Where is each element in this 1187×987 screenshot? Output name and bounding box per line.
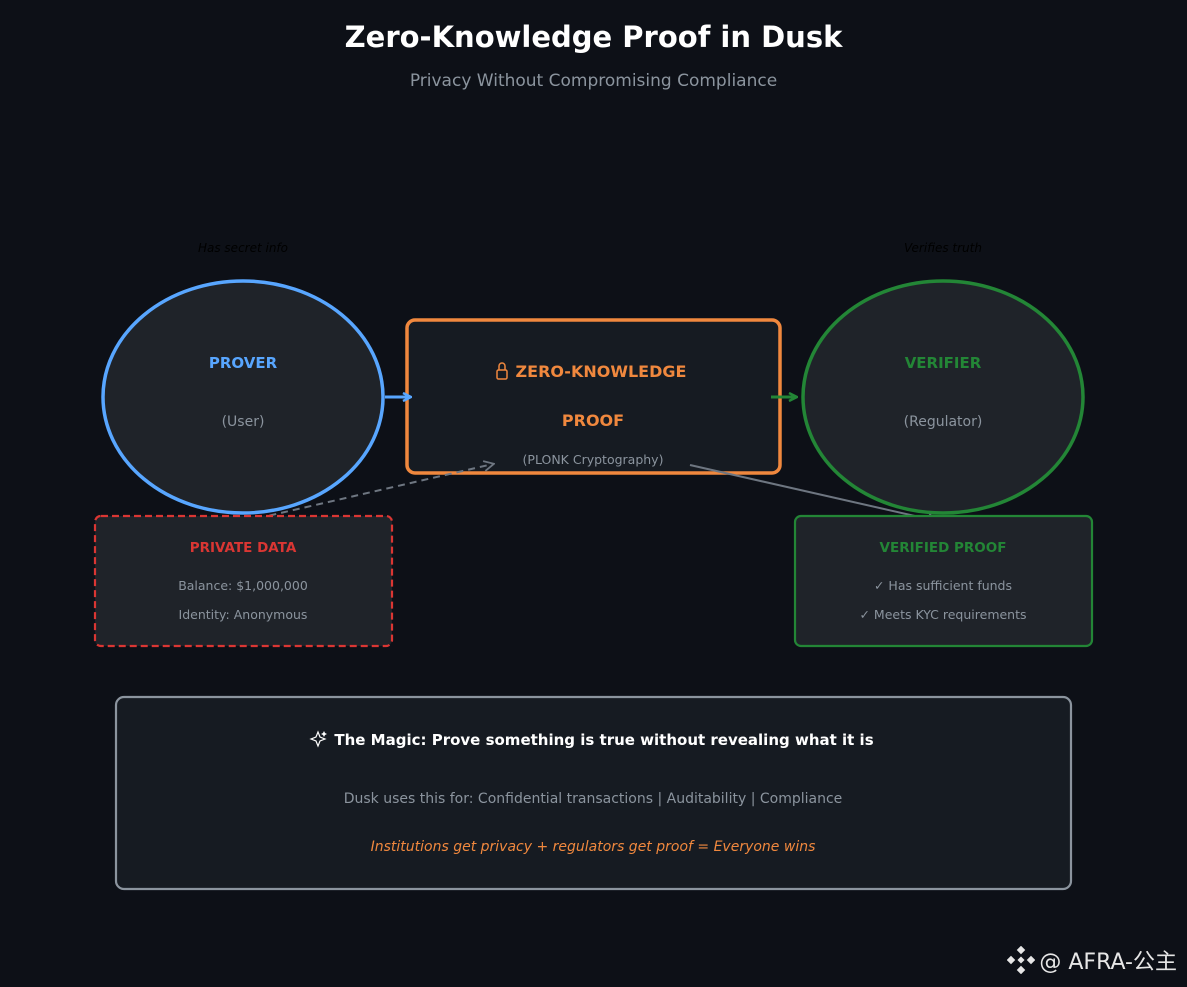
page-title: Zero-Knowledge Proof in Dusk (344, 20, 843, 54)
private-data-line: Identity: Anonymous (179, 607, 308, 622)
prover-sub: (User) (222, 414, 265, 430)
verified-proof-title: VERIFIED PROOF (880, 540, 1007, 556)
magic-headline: The Magic: Prove something is true witho… (334, 731, 873, 749)
private-data-title: PRIVATE DATA (190, 540, 297, 556)
verified-proof-box: VERIFIED PROOF ✓ Has sufficient funds ✓ … (793, 514, 1094, 648)
sparkles-icon (309, 730, 327, 748)
magic-tagline: Institutions get privacy + regulators ge… (371, 839, 816, 855)
prover-caption: Has secret info (198, 241, 288, 255)
prover-node: PROVER (User) (101, 279, 385, 515)
zk-proof-sub: (PLONK Cryptography) (523, 452, 664, 467)
zk-proof-label-line2: PROOF (562, 411, 624, 430)
binance-logo-icon (1007, 946, 1036, 974)
verifier-node: VERIFIER (Regulator) (801, 279, 1085, 515)
page-subtitle: Privacy Without Compromising Compliance (409, 71, 778, 91)
magic-uses: Dusk uses this for: Confidential transac… (344, 791, 843, 807)
verified-proof-line: ✓ Has sufficient funds (874, 578, 1012, 593)
private-data-line: Balance: $1,000,000 (178, 578, 308, 593)
verifier-sub: (Regulator) (904, 414, 983, 430)
watermark-text: @ AFRA-公主 (1039, 950, 1177, 975)
magic-summary-box: The Magic: Prove something is true witho… (114, 695, 1073, 891)
prover-label: PROVER (209, 354, 278, 372)
zk-proof-label-line1: ZERO-KNOWLEDGE (516, 362, 687, 381)
verifier-label: VERIFIER (905, 354, 982, 372)
private-data-box: PRIVATE DATA Balance: $1,000,000 Identit… (93, 514, 394, 648)
zk-proof-node: ZERO-KNOWLEDGE PROOF (PLONK Cryptography… (405, 318, 782, 475)
watermark: @ AFRA-公主 (1007, 942, 1177, 978)
verifier-caption: Verifies truth (904, 241, 982, 255)
proof-to-verified-arrow (689, 464, 937, 521)
verified-proof-line: ✓ Meets KYC requirements (859, 607, 1026, 622)
private-data-to-proof-arrow (245, 464, 493, 522)
lock-icon (496, 362, 508, 380)
